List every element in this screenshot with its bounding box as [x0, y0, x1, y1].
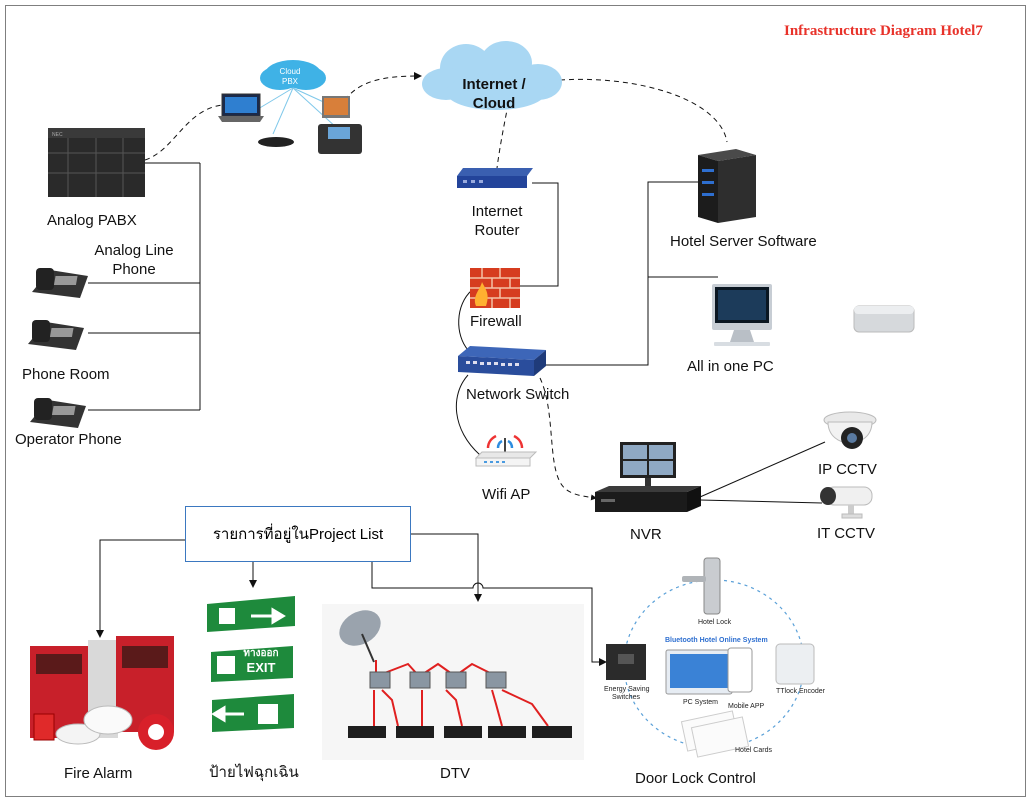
link-nvr-ipcctv [699, 441, 826, 498]
door-lock-system-icon [604, 556, 830, 766]
link-box-firealarm [96, 539, 185, 638]
fire-alarm-icon [28, 636, 180, 754]
network-switch-label: Network Switch [466, 386, 570, 403]
link-box-doorlock [371, 562, 607, 666]
cloud-pbx-label-2: PBX [281, 77, 298, 86]
link-internet-router [496, 94, 511, 169]
phone-room-label: Phone Room [22, 366, 110, 383]
all-in-one-pc-label: All in one PC [687, 358, 774, 375]
exit-sign-arrow-icon [207, 596, 297, 634]
diagram-title: Infrastructure Diagram Hotel7 [784, 23, 983, 39]
link-nvr-itcctv [699, 499, 823, 504]
internet-label-1: Internet / [462, 76, 526, 93]
mini-pc-icon [852, 302, 916, 334]
pc-system-label: PC System [683, 699, 719, 706]
router-icon [457, 168, 533, 190]
exit-sign-thai-text: ทางออก [243, 648, 279, 659]
energy-switch-label-1: Energy Saving [604, 686, 650, 693]
all-in-one-pc-icon [712, 284, 774, 348]
bluetooth-system-label: Bluetooth Hotel Online System [665, 637, 768, 644]
link-cloudpbx-internet [344, 72, 422, 101]
analog-pabx-label: Analog PABX [47, 212, 137, 229]
nvr-icon [595, 442, 701, 520]
link-switch-server [545, 181, 700, 366]
internet-label-2: Cloud [472, 95, 516, 112]
server-icon [698, 145, 758, 223]
link-firewall-switch [458, 289, 473, 351]
internet-cloud-icon [418, 38, 568, 118]
mobile-app-label: Mobile APP [728, 703, 765, 710]
hotel-lock-label: Hotel Lock [698, 619, 732, 626]
it-cctv-icon [818, 485, 874, 519]
cloud-pbx-label-1: Cloud [279, 67, 301, 76]
firewall-icon [470, 268, 520, 308]
project-list-label: รายการที่อยู่ในProject List [212, 526, 384, 543]
link-switch-nvr [539, 377, 597, 501]
analog-phone-icon [30, 262, 90, 300]
cloud-pbx-group [218, 54, 368, 159]
nvr-label: NVR [630, 526, 662, 543]
dtv-system-icon [322, 604, 584, 760]
exit-sign-label: ป้ายไฟฉุกเฉิน [209, 764, 299, 781]
fire-alarm-label: Fire Alarm [64, 765, 133, 782]
dtv-label: DTV [440, 765, 470, 782]
energy-switch-label-2: Switches [611, 694, 640, 701]
router-label-2: Router [474, 222, 520, 239]
firewall-label: Firewall [470, 313, 522, 330]
ip-cctv-icon [822, 410, 878, 456]
wifi-ap-label: Wifi AP [482, 486, 531, 503]
room-phone-icon [26, 314, 86, 352]
ttlock-encoder-label: TTlock Encoder [776, 688, 826, 695]
hotel-server-label: Hotel Server Software [670, 233, 817, 250]
it-cctv-label: IT CCTV [817, 525, 876, 542]
wifi-ap-icon [474, 434, 538, 472]
hotel-cards-label: Hotel Cards [735, 747, 772, 754]
exit-sign-text-icon [211, 646, 293, 682]
exit-sign-en-text: EXIT [246, 660, 276, 675]
svg-text:NEC: NEC [52, 132, 63, 138]
operator-phone-label: Operator Phone [15, 431, 122, 448]
door-lock-label: Door Lock Control [635, 770, 756, 787]
link-box-dtv [411, 533, 482, 602]
operator-phone-icon [28, 392, 88, 430]
network-switch-icon [458, 346, 546, 380]
link-pabx-cloudpbx [144, 104, 223, 161]
analog-line-label-2: Phone [112, 261, 156, 278]
router-label-1: Internet [471, 203, 523, 220]
link-internet-server [559, 78, 728, 143]
diagram-frame [5, 5, 1026, 797]
project-list-box: รายการที่อยู่ในProject List [185, 506, 411, 562]
analog-line-label-1: Analog Line [94, 242, 174, 259]
link-router-firewall [520, 182, 559, 287]
pabx-icon: NEC [48, 128, 146, 198]
link-switch-wifi [455, 374, 481, 456]
ip-cctv-label: IP CCTV [818, 461, 877, 478]
exit-sign-left-icon [211, 694, 294, 734]
